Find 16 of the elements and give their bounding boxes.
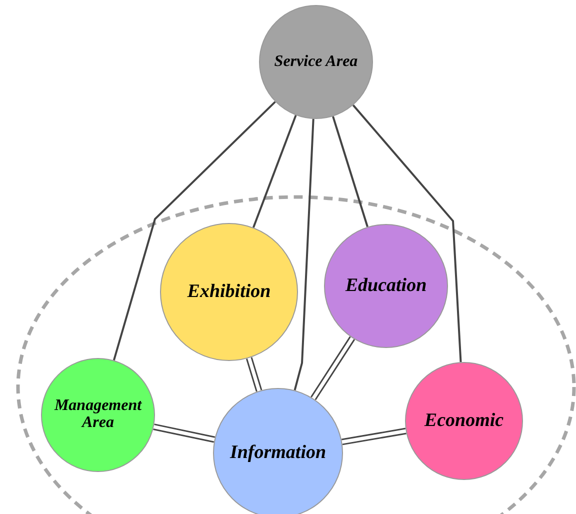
node-label: Education xyxy=(345,276,427,296)
node-label: Management Area xyxy=(53,398,143,432)
connector-line xyxy=(332,116,368,228)
node-label: Exhibition xyxy=(187,282,271,302)
connector-line xyxy=(112,101,276,361)
node-label: Information xyxy=(230,443,326,463)
connector-line xyxy=(352,104,462,362)
dashed-ellipse-group xyxy=(16,195,576,514)
connector-line xyxy=(294,118,314,390)
connector-line xyxy=(252,114,297,228)
double-connector-line xyxy=(310,336,356,401)
node-label: Economic xyxy=(424,411,504,431)
double-connector-line xyxy=(152,424,216,443)
node-label: Service Area xyxy=(274,54,358,70)
double-connector-line xyxy=(246,356,262,392)
double-connector-line xyxy=(340,428,408,446)
